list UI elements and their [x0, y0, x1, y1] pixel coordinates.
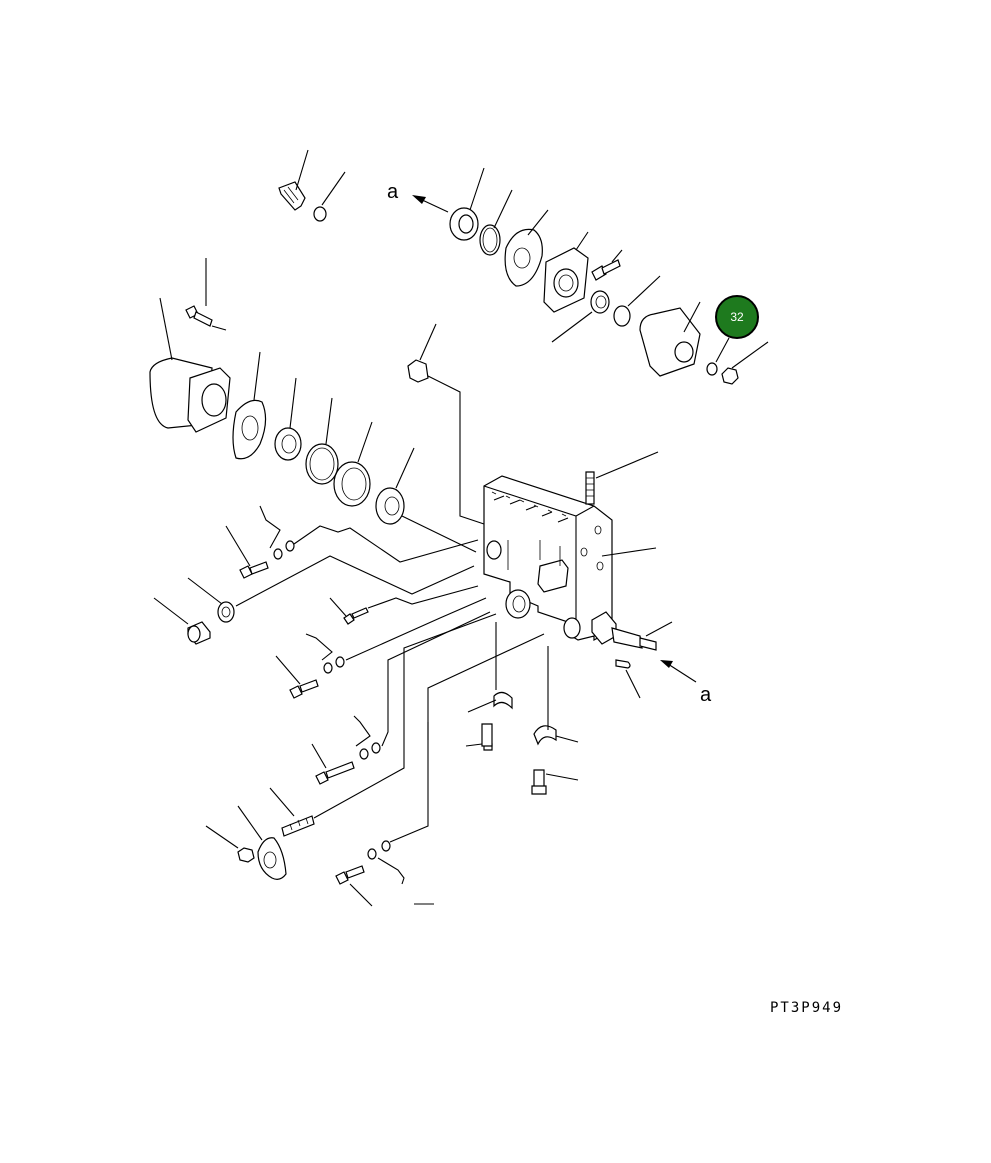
long-bolt-row4	[311, 743, 355, 785]
pin-right	[615, 659, 641, 699]
washer-32	[706, 362, 718, 376]
bolt-row1	[225, 525, 269, 579]
clamp-right	[533, 646, 579, 746]
gasket-top	[504, 209, 549, 287]
plug-mid	[407, 323, 485, 525]
valve-body	[483, 475, 657, 642]
bolt-left-top	[185, 258, 227, 331]
nipple-fitting-top	[278, 149, 309, 211]
callout-a-right: a	[700, 684, 712, 706]
plug-row2	[153, 597, 211, 645]
solenoid-housing	[149, 297, 231, 433]
stud-bolt-top	[585, 451, 659, 505]
flange-plate-row6	[237, 805, 287, 880]
ring-gasket-left	[333, 421, 373, 507]
washer-top-left	[313, 171, 346, 222]
o-ring-left	[305, 397, 339, 485]
arrow-a-top	[412, 195, 449, 213]
bolt-row7	[335, 865, 373, 907]
washer-pair-row7	[367, 633, 545, 885]
drawing-code: PT3P949	[770, 1000, 843, 1016]
gasket-left	[232, 351, 267, 460]
retainer-left	[375, 447, 477, 553]
flange-cover-top	[543, 231, 589, 313]
washer-pair-row1	[259, 505, 479, 563]
bolt-center	[465, 723, 493, 751]
part-32-label: 32	[730, 310, 744, 324]
bolt-top-right	[591, 249, 623, 281]
cover-plate-top	[639, 301, 701, 377]
small-screw-mid	[329, 585, 479, 625]
part-32-badge[interactable]: 32	[715, 295, 759, 363]
o-ring-top	[479, 189, 513, 256]
bushing-top	[613, 275, 661, 327]
callout-a-top: a	[387, 181, 399, 203]
nut-row6	[205, 825, 255, 863]
washer-pair-row3	[305, 597, 487, 674]
arrow-a-right	[660, 660, 697, 683]
stud-row5	[269, 613, 497, 837]
seal-top	[551, 290, 610, 343]
clamp-center	[467, 622, 513, 713]
seal-ring-left	[274, 377, 302, 461]
bolt-right-bottom	[531, 769, 579, 795]
retainer-ring-top	[449, 167, 485, 241]
connector-fitting-right	[591, 611, 673, 651]
washer-pair-row4	[353, 611, 491, 760]
nut-right	[721, 341, 769, 385]
washer-row2	[187, 555, 475, 623]
bolt-row3	[275, 655, 319, 699]
